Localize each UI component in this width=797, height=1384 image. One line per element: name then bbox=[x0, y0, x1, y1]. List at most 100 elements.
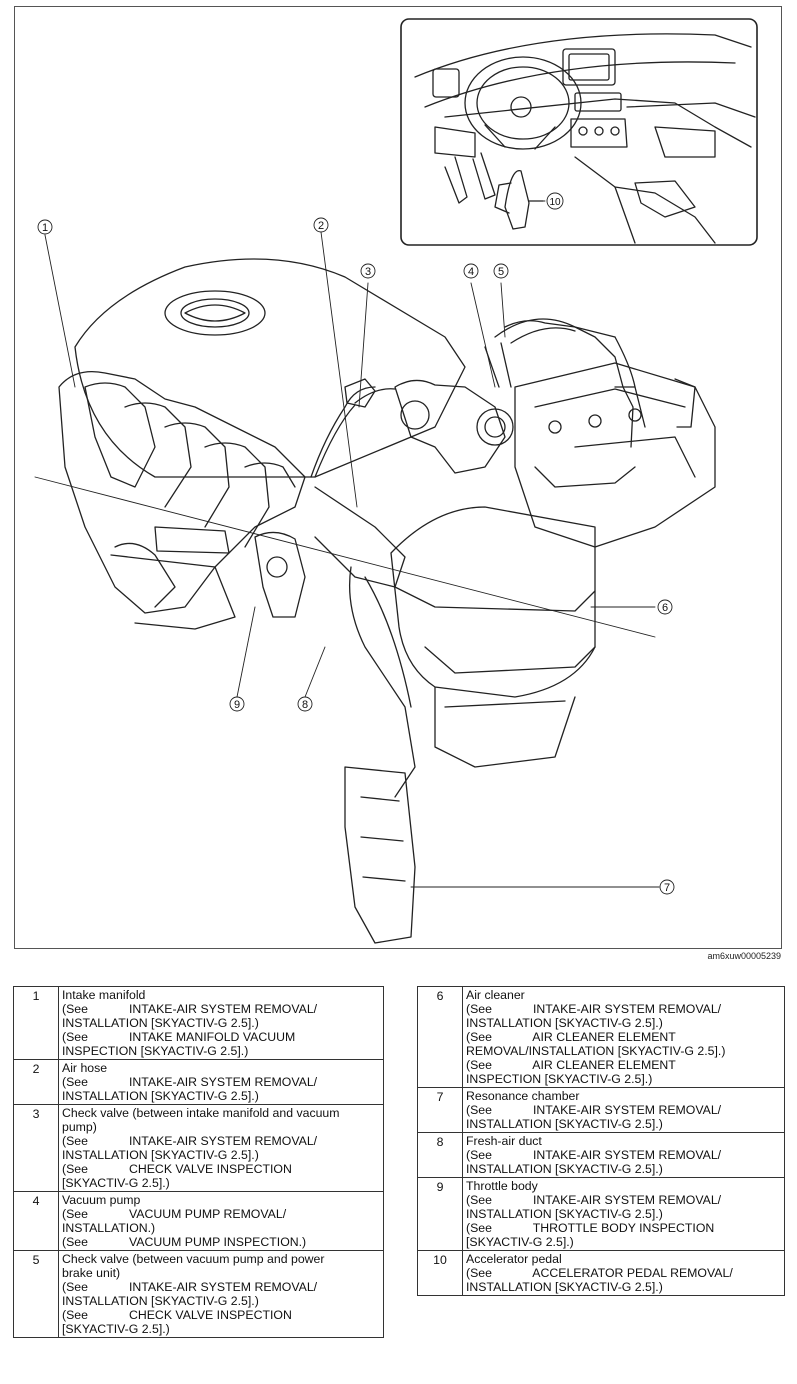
part-name: Air hose bbox=[62, 1061, 108, 1075]
part-description: Check valve (between intake manifold and… bbox=[58, 1104, 384, 1192]
leader-lines bbox=[34, 200, 660, 888]
reference-line: INSTALLATION [SKYACTIV-G 2.5].) bbox=[466, 1280, 663, 1294]
callout-7: 7 bbox=[664, 882, 670, 894]
callout-1: 1 bbox=[42, 222, 48, 234]
part-number: 5 bbox=[13, 1250, 59, 1338]
reference-line: (See THROTTLE BODY INSPECTION bbox=[466, 1221, 715, 1235]
reference-line: (See VACUUM PUMP REMOVAL/ bbox=[62, 1207, 287, 1221]
reference-line: INSPECTION [SKYACTIV-G 2.5].) bbox=[466, 1072, 653, 1086]
part-name: Vacuum pump bbox=[62, 1193, 141, 1207]
part-description: Resonance chamber(See INTAKE-AIR SYSTEM … bbox=[462, 1087, 785, 1133]
callout-2: 2 bbox=[318, 220, 324, 232]
part-number: 6 bbox=[417, 986, 463, 1088]
reference-line: INSTALLATION [SKYACTIV-G 2.5].) bbox=[466, 1162, 663, 1176]
reference-line: (See INTAKE-AIR SYSTEM REMOVAL/ bbox=[62, 1075, 318, 1089]
reference-line: brake unit) bbox=[62, 1266, 121, 1280]
air-cleaner bbox=[390, 506, 596, 768]
reference-line: (See AIR CLEANER ELEMENT bbox=[466, 1058, 676, 1072]
part-description: Fresh-air duct(See INTAKE-AIR SYSTEM REM… bbox=[462, 1132, 785, 1178]
engine-cover bbox=[74, 258, 466, 478]
callout-3: 3 bbox=[365, 266, 371, 278]
part-description: Intake manifold(See INTAKE-AIR SYSTEM RE… bbox=[58, 986, 384, 1060]
reference-line: (See CHECK VALVE INSPECTION bbox=[62, 1162, 292, 1176]
callout-6: 6 bbox=[662, 602, 668, 614]
part-name: Throttle body bbox=[466, 1179, 538, 1193]
callout-9: 9 bbox=[234, 699, 240, 711]
part-description: Vacuum pump(See VACUUM PUMP REMOVAL/INST… bbox=[58, 1191, 384, 1251]
throttle-vacuum-area bbox=[254, 320, 646, 618]
reference-line: INSTALLATION.) bbox=[62, 1221, 156, 1235]
reference-line: INSTALLATION [SKYACTIV-G 2.5].) bbox=[466, 1117, 663, 1131]
reference-line: INSTALLATION [SKYACTIV-G 2.5].) bbox=[466, 1016, 663, 1030]
reference-line: (See INTAKE-AIR SYSTEM REMOVAL/ bbox=[62, 1280, 318, 1294]
callout-circles bbox=[37, 192, 675, 895]
figure-frame: 1 2 3 4 5 6 7 8 9 10 bbox=[14, 6, 782, 949]
intake-manifold bbox=[58, 370, 306, 630]
reference-line: (See ACCELERATOR PEDAL REMOVAL/ bbox=[466, 1266, 733, 1280]
part-name: Resonance chamber bbox=[466, 1089, 580, 1103]
part-description: Air cleaner(See INTAKE-AIR SYSTEM REMOVA… bbox=[462, 986, 785, 1088]
reference-line: (See INTAKE-AIR SYSTEM REMOVAL/ bbox=[466, 1148, 722, 1162]
callout-10: 10 bbox=[549, 197, 561, 208]
reference-line: INSTALLATION [SKYACTIV-G 2.5].) bbox=[62, 1016, 259, 1030]
engine-diagram: 1 2 3 4 5 6 7 8 9 10 bbox=[34, 18, 758, 944]
part-number: 7 bbox=[417, 1087, 463, 1133]
fresh-air-duct bbox=[314, 486, 416, 944]
part-number: 8 bbox=[417, 1132, 463, 1178]
part-description: Accelerator pedal(See ACCELERATOR PEDAL … bbox=[462, 1250, 785, 1296]
reference-line: (See INTAKE-AIR SYSTEM REMOVAL/ bbox=[62, 1134, 318, 1148]
part-name: Intake manifold bbox=[62, 988, 146, 1002]
reference-line: [SKYACTIV-G 2.5].) bbox=[62, 1322, 170, 1336]
part-number: 3 bbox=[13, 1104, 59, 1192]
reference-line: (See AIR CLEANER ELEMENT bbox=[466, 1030, 676, 1044]
part-name: Check valve (between vacuum pump and pow… bbox=[62, 1252, 325, 1266]
reference-line: INSTALLATION [SKYACTIV-G 2.5].) bbox=[62, 1148, 259, 1162]
reference-line: INSTALLATION [SKYACTIV-G 2.5].) bbox=[62, 1294, 259, 1308]
reference-line: (See INTAKE-AIR SYSTEM REMOVAL/ bbox=[466, 1193, 722, 1207]
reference-line: pump) bbox=[62, 1120, 97, 1134]
reference-line: REMOVAL/INSTALLATION [SKYACTIV-G 2.5].) bbox=[466, 1044, 726, 1058]
reference-line: INSTALLATION [SKYACTIV-G 2.5].) bbox=[466, 1207, 663, 1221]
reference-line: (See INTAKE-AIR SYSTEM REMOVAL/ bbox=[466, 1103, 722, 1117]
engine-block bbox=[514, 362, 716, 548]
hoses bbox=[310, 318, 636, 478]
part-number: 2 bbox=[13, 1059, 59, 1105]
cabin-inset bbox=[400, 18, 758, 246]
part-description: Throttle body(See INTAKE-AIR SYSTEM REMO… bbox=[462, 1177, 785, 1251]
part-number: 1 bbox=[13, 986, 59, 1060]
callout-5: 5 bbox=[498, 266, 504, 278]
figure-id: am6xuw00005239 bbox=[707, 951, 781, 961]
part-description: Air hose(See INTAKE-AIR SYSTEM REMOVAL/I… bbox=[58, 1059, 384, 1105]
callout-4: 4 bbox=[468, 266, 474, 278]
part-name: Accelerator pedal bbox=[466, 1252, 562, 1266]
part-name: Check valve (between intake manifold and… bbox=[62, 1106, 340, 1120]
part-name: Fresh-air duct bbox=[466, 1134, 542, 1148]
reference-line: INSPECTION [SKYACTIV-G 2.5].) bbox=[62, 1044, 249, 1058]
part-name: Air cleaner bbox=[466, 988, 525, 1002]
part-number: 9 bbox=[417, 1177, 463, 1251]
part-description: Check valve (between vacuum pump and pow… bbox=[58, 1250, 384, 1338]
reference-line: [SKYACTIV-G 2.5].) bbox=[466, 1235, 574, 1249]
callout-8: 8 bbox=[302, 699, 308, 711]
reference-line: (See INTAKE-AIR SYSTEM REMOVAL/ bbox=[466, 1002, 722, 1016]
reference-line: [SKYACTIV-G 2.5].) bbox=[62, 1176, 170, 1190]
reference-line: (See VACUUM PUMP INSPECTION.) bbox=[62, 1235, 307, 1249]
part-number: 10 bbox=[417, 1250, 463, 1296]
part-number: 4 bbox=[13, 1191, 59, 1251]
reference-line: (See CHECK VALVE INSPECTION bbox=[62, 1308, 292, 1322]
reference-line: (See INTAKE-AIR SYSTEM REMOVAL/ bbox=[62, 1002, 318, 1016]
reference-line: INSTALLATION [SKYACTIV-G 2.5].) bbox=[62, 1089, 259, 1103]
reference-line: (See INTAKE MANIFOLD VACUUM bbox=[62, 1030, 296, 1044]
